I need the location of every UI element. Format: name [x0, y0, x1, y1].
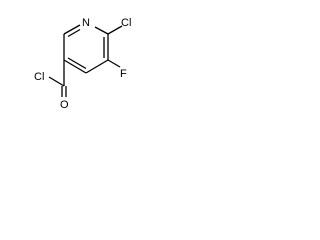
bond-n-c2: [94, 26, 109, 35]
bond-carbonyl-cl: [48, 76, 65, 87]
bond-c3-f: [107, 59, 121, 68]
atom-label-fluorine: F: [120, 68, 127, 80]
double-bond-c6-n-inner: [67, 28, 81, 38]
atom-label-chlorine-ring: Cl: [121, 17, 131, 29]
bond-c3-c4: [85, 59, 109, 74]
atom-label-chlorine-acyl: Cl: [34, 71, 44, 83]
bond-c6-n: [63, 24, 81, 35]
atom-label-oxygen: O: [60, 99, 69, 111]
bond-c2-cl: [107, 25, 123, 35]
bond-c4-c5: [63, 59, 87, 74]
atom-label-nitrogen: N: [82, 17, 90, 29]
structure-canvas: N Cl F Cl O: [0, 0, 160, 113]
double-bond-c4-c5-inner: [67, 57, 87, 70]
molecule-diagram: N Cl F Cl O: [34, 17, 131, 111]
